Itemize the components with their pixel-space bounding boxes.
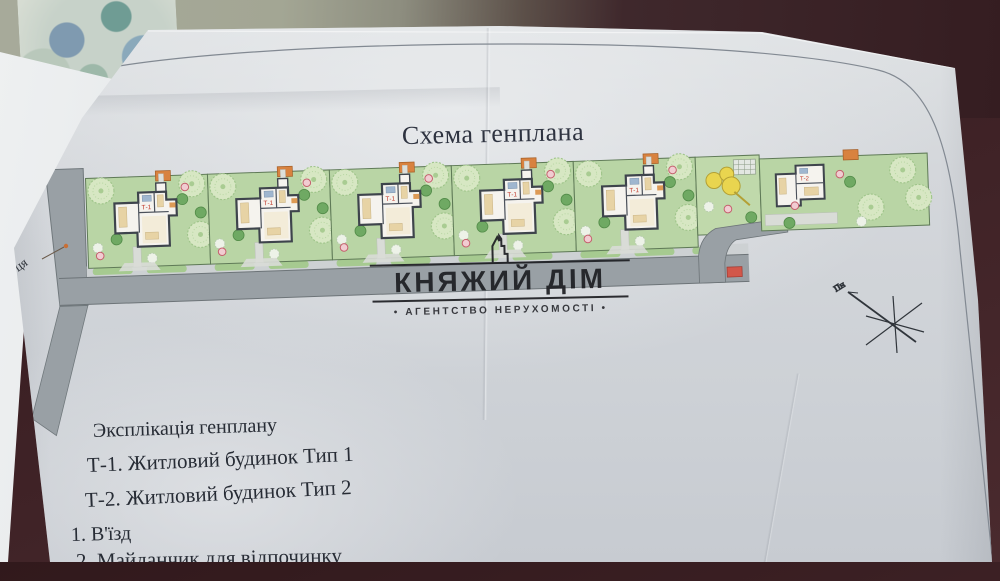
entrance-pad: [726, 266, 743, 278]
access-road: [58, 254, 750, 306]
photo-of-genplan-document: { "page": { "title": "Схема генплана" },…: [0, 0, 1000, 562]
agency-brand: КНЯЖИЙ ДІМ: [393, 262, 607, 299]
plan-content: [31, 149, 933, 437]
north-label: Пн: [832, 279, 847, 294]
page-title: Схема генплана: [401, 116, 585, 151]
plot-2: [207, 165, 336, 268]
building-icon: [491, 232, 509, 264]
watermark-top-rule: [369, 230, 630, 267]
playground-area: [694, 154, 763, 236]
road-bend: [698, 217, 789, 284]
plot-1: [85, 169, 214, 272]
document-page: Т-1 Т-2: [14, 26, 992, 562]
street-left-lower: [31, 305, 89, 437]
page-border-line: [57, 43, 992, 557]
site-plan-drawing: Т-1 Т-2: [14, 30, 992, 557]
page-top-edge-highlight: [147, 30, 954, 69]
plot-type2: [758, 149, 933, 232]
legend-item: 1. В'їзд: [70, 522, 132, 546]
legend-item: 2. Майданчик для відпочинку: [75, 543, 343, 573]
north-arrow: Пн: [831, 279, 925, 354]
agency-watermark: КНЯЖИЙ ДІМ • АГЕНТСТВО НЕРУХОМОСТІ •: [369, 230, 631, 319]
